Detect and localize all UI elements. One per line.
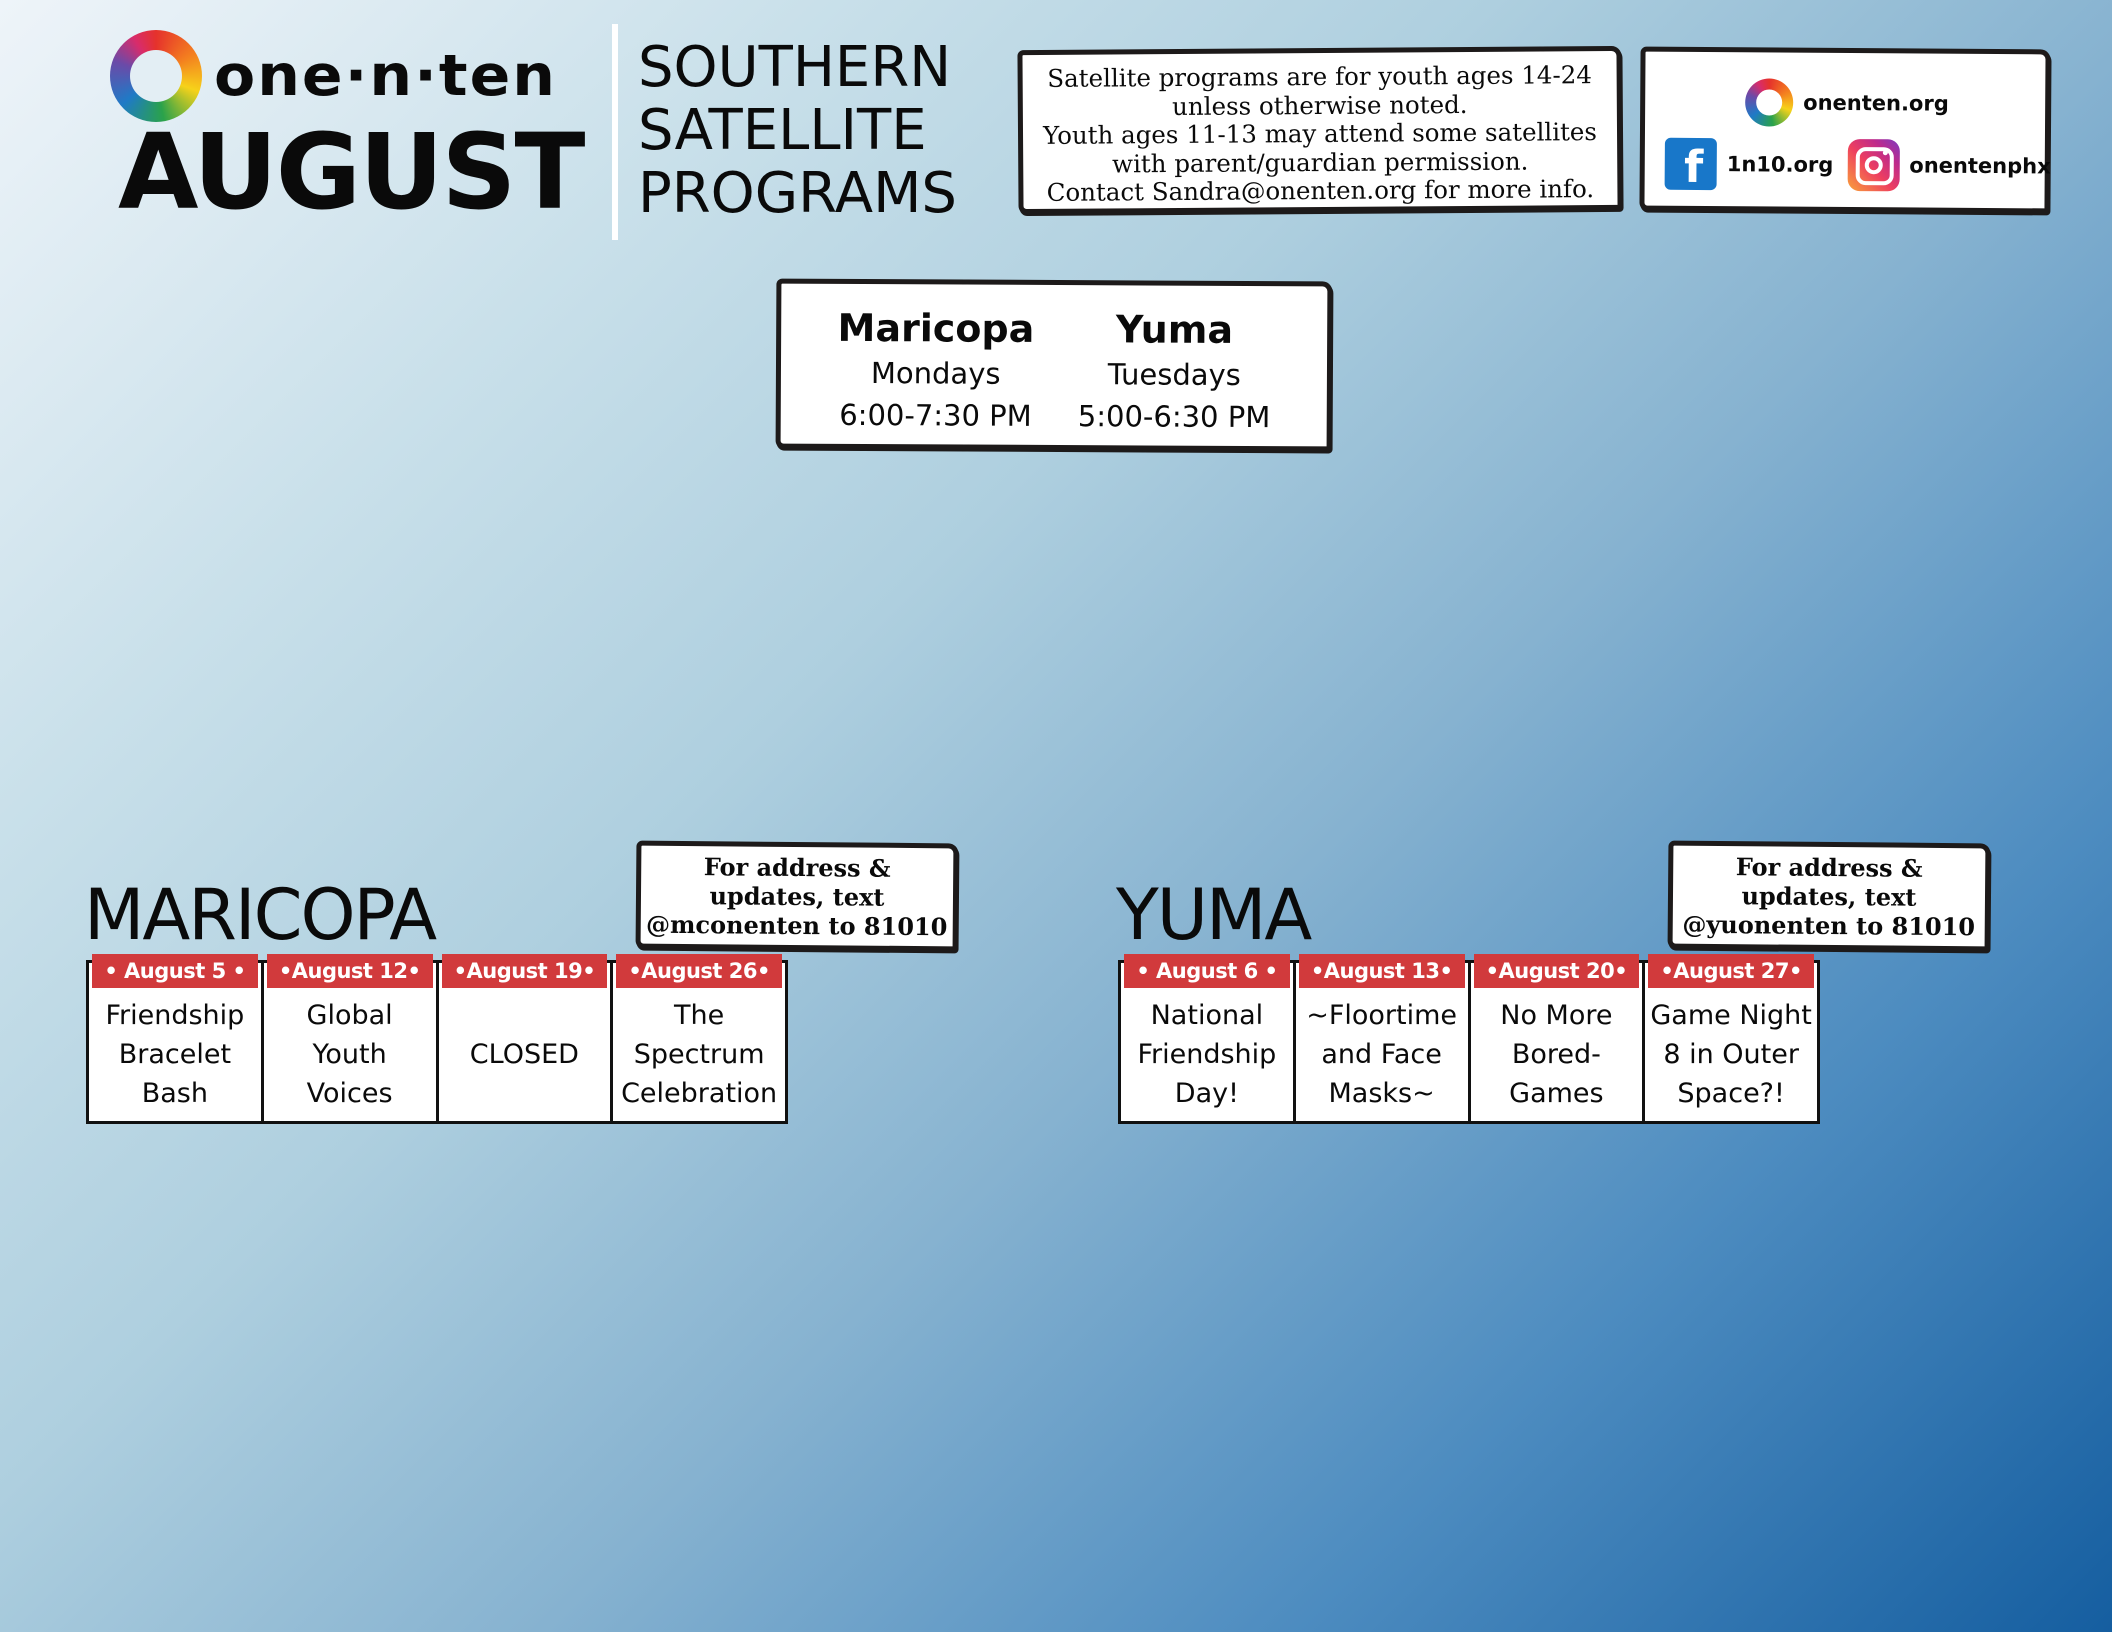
event-cell: •August 20• No More Bored- Games	[1467, 954, 1645, 1121]
event-cell: • August 6 • National Friendship Day!	[1118, 954, 1296, 1121]
event-cell: • August 5 • Friendship Bracelet Bash	[86, 954, 264, 1121]
facebook-label[interactable]: 1n10.org	[1726, 152, 1834, 177]
event-title: National Friendship Day!	[1137, 1000, 1277, 1109]
event-title: The Spectrum Celebration	[621, 1000, 778, 1109]
schedule-time: 5:00-6:30 PM	[1077, 399, 1271, 435]
rainbow-ring-icon	[110, 30, 202, 122]
social-links-box: onenten.org f 1n10.org onentenphx	[1639, 46, 2051, 214]
facebook-icon[interactable]: f	[1664, 137, 1717, 193]
schedule-day: Tuesdays	[1107, 357, 1241, 392]
event-title: CLOSED	[469, 1039, 579, 1070]
event-cell: •August 27• Game Night 8 in Outer Space?…	[1642, 954, 1820, 1121]
event-title: Friendship Bracelet Bash	[105, 1000, 245, 1109]
subtitle-line: SOUTHERN	[638, 35, 952, 100]
website-link[interactable]: onenten.org	[1745, 78, 1949, 127]
note-line: For address &	[703, 852, 891, 883]
eligibility-info-box: Satellite programs are for youth ages 14…	[1017, 45, 1623, 215]
note-line: updates, text	[709, 881, 885, 912]
website-label[interactable]: onenten.org	[1803, 90, 1949, 116]
meeting-schedule-box: Maricopa Mondays 6:00-7:30 PM Yuma Tuesd…	[775, 278, 1333, 452]
subtitle-line: SATELLITE	[638, 98, 927, 163]
page-subtitle: SOUTHERN SATELLITE PROGRAMS	[638, 36, 957, 225]
event-title: Global Youth Voices	[306, 1000, 393, 1109]
schedule-maricopa: Maricopa Mondays 6:00-7:30 PM	[837, 304, 1034, 445]
instagram-label[interactable]: onentenphx	[1909, 153, 2051, 179]
note-line: updates, text	[1741, 881, 1917, 912]
event-date: • August 6 •	[1124, 954, 1290, 988]
onenten-ring-icon	[1745, 78, 1794, 127]
event-date: •August 12•	[266, 954, 433, 988]
schedule-location: Yuma	[1115, 307, 1234, 352]
event-cell: •August 19• CLOSED	[435, 954, 613, 1121]
event-title: No More Bored- Games	[1500, 1000, 1613, 1109]
yuma-events-table: • August 6 • National Friendship Day! •A…	[1118, 954, 1820, 1124]
event-title: ~Floortime and Face Masks~	[1306, 1000, 1458, 1109]
onenten-logo: one·n·ten	[110, 30, 557, 122]
header-divider	[612, 24, 618, 240]
contact-email-line[interactable]: Contact Sandra@onenten.org for more info…	[1046, 174, 1595, 207]
schedule-day: Mondays	[870, 356, 1001, 391]
instagram-icon[interactable]	[1847, 139, 1900, 192]
schedule-yuma: Yuma Tuesdays 5:00-6:30 PM	[1078, 305, 1271, 446]
maricopa-heading: MARICOPA	[84, 874, 437, 956]
event-date: •August 27•	[1648, 954, 1814, 988]
event-cell: •August 12• Global Youth Voices	[260, 954, 439, 1121]
maricopa-text-note: For address & updates, text @mconenten t…	[635, 840, 959, 952]
event-date: •August 19•	[441, 954, 608, 988]
note-line: @yuonenten to 81010	[1682, 909, 1976, 942]
event-cell: •August 26• The Spectrum Celebration	[610, 954, 788, 1121]
schedule-time: 6:00-7:30 PM	[839, 397, 1032, 433]
event-date: • August 5 •	[92, 954, 258, 988]
note-line: For address &	[1735, 852, 1923, 883]
event-date: •August 20•	[1473, 954, 1640, 988]
logo-wordmark: one·n·ten	[214, 42, 558, 110]
subtitle-line: PROGRAMS	[638, 161, 957, 226]
note-line: @mconenten to 81010	[645, 909, 948, 942]
maricopa-events-table: • August 5 • Friendship Bracelet Bash •A…	[86, 954, 788, 1124]
event-title: Game Night 8 in Outer Space?!	[1650, 1000, 1812, 1109]
info-line: Satellite programs are for youth ages 14…	[1047, 60, 1593, 93]
yuma-heading: YUMA	[1116, 874, 1312, 956]
yuma-text-note: For address & updates, text @yuonenten t…	[1667, 840, 1991, 952]
event-cell: •August 13• ~Floortime and Face Masks~	[1292, 954, 1471, 1121]
schedule-location: Maricopa	[837, 305, 1035, 351]
month-title: AUGUST	[118, 111, 585, 233]
event-date: •August 13•	[1298, 954, 1465, 988]
event-date: •August 26•	[616, 954, 782, 988]
